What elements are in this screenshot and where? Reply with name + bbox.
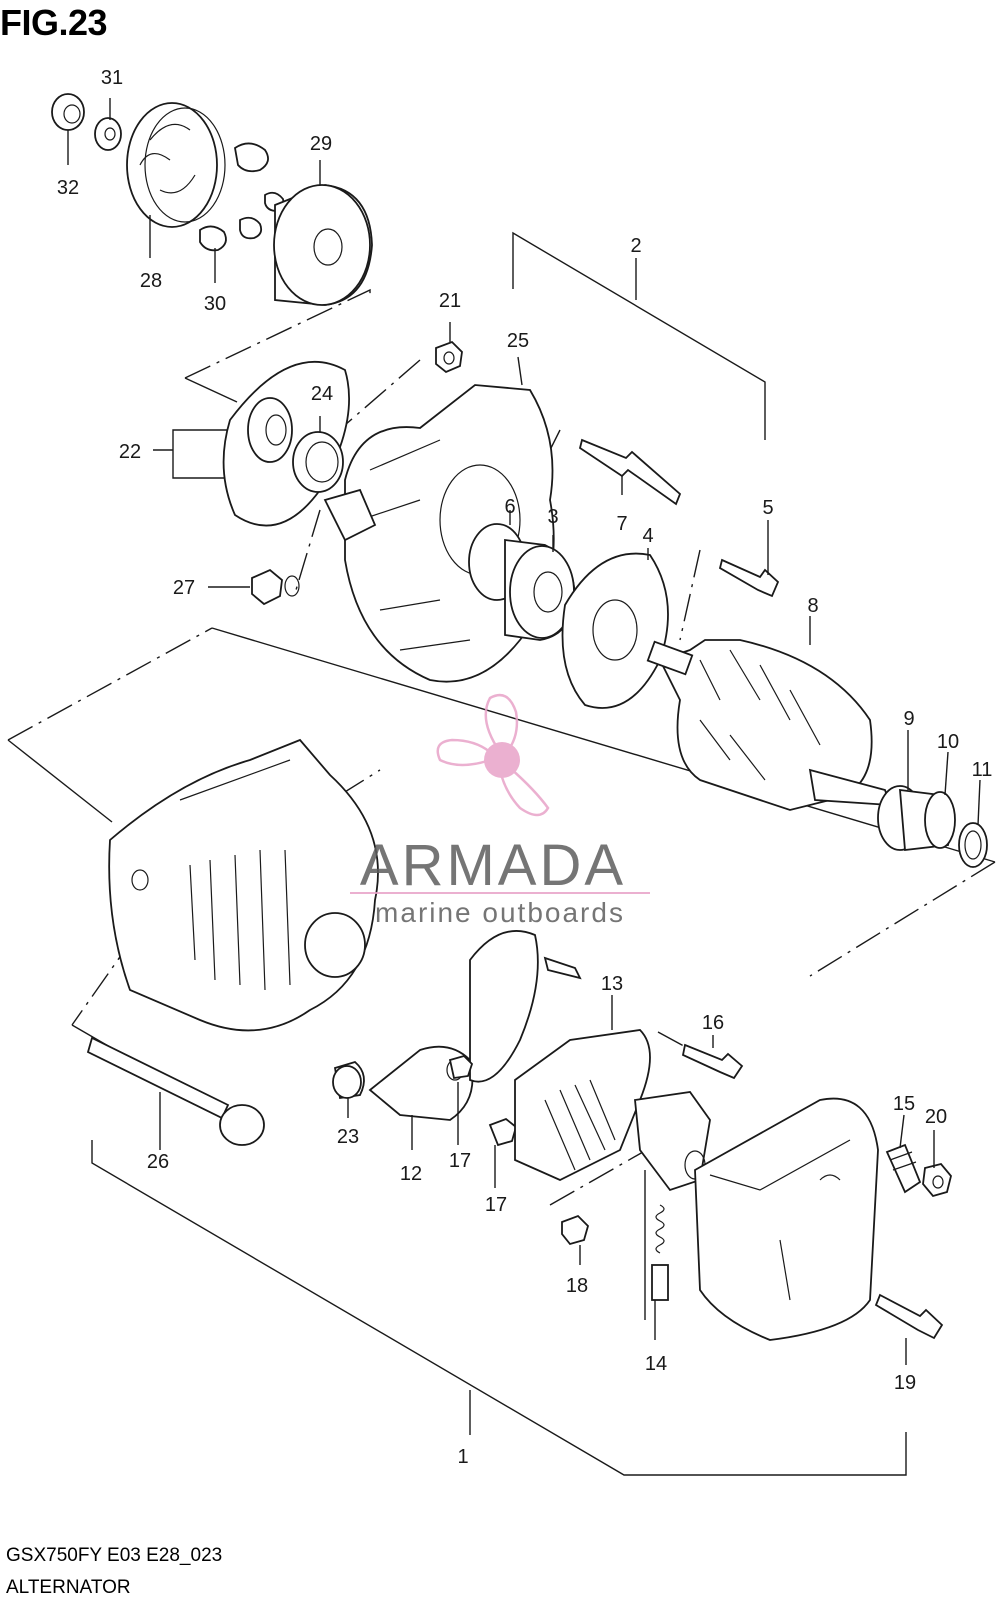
assembly-bracket-1 (91, 1140, 907, 1476)
part-ref-22: 22 (119, 441, 141, 463)
part-ref-20: 20 (925, 1106, 947, 1128)
part-ref-3: 3 (547, 506, 558, 528)
screw-17 (448, 1054, 474, 1080)
bolt-7 (578, 438, 682, 506)
alignment-lines (7, 288, 996, 1320)
screw-5 (718, 558, 780, 598)
part-ref-2: 2 (630, 235, 641, 257)
nut-21 (435, 340, 463, 374)
part-ref-27: 27 (173, 577, 195, 599)
brush-holder-14 (634, 1091, 711, 1301)
part-ref-17-b: 17 (485, 1194, 507, 1216)
part-labels: 1 2 3 4 5 6 7 8 9 10 11 12 13 14 15 16 1… (57, 67, 993, 1468)
alternator-assembly (108, 738, 379, 1032)
part-ref-13: 13 (601, 973, 623, 995)
rectifier-holder-12 (368, 930, 582, 1121)
screw-17-b (488, 1117, 518, 1147)
rotor-8 (646, 639, 892, 811)
regulator-13 (514, 1029, 651, 1181)
assembly-bracket-22 (153, 429, 230, 479)
propeller-logo-icon (436, 693, 550, 817)
nut-27 (251, 568, 300, 606)
figure-title: FIG.23 (0, 2, 108, 43)
bearing-3 (504, 538, 576, 641)
part-ref-24: 24 (311, 383, 333, 405)
part-ref-4: 4 (642, 525, 653, 547)
part-ref-10: 10 (937, 731, 959, 753)
part-ref-21: 21 (439, 290, 461, 312)
part-ref-17: 17 (449, 1150, 471, 1172)
part-ref-18: 18 (566, 1275, 588, 1297)
watermark: ARMADA marine outboards (350, 693, 650, 928)
assembly-bracket-2 (512, 231, 766, 440)
part-ref-32: 32 (57, 177, 79, 199)
part-ref-30: 30 (204, 293, 226, 315)
screw-18 (561, 1214, 590, 1246)
model-code: GSX750FY E03 E28_023 (6, 1545, 223, 1566)
part-ref-26: 26 (147, 1151, 169, 1173)
part-ref-6: 6 (504, 496, 515, 518)
part-ref-29: 29 (310, 133, 332, 155)
bolt-19 (874, 1293, 944, 1340)
part-ref-16: 16 (702, 1012, 724, 1034)
cover-10 (899, 788, 956, 852)
part-ref-28: 28 (140, 270, 162, 292)
part-ref-31: 31 (101, 67, 123, 89)
leader-lines (67, 98, 981, 1365)
spacer-23 (332, 1060, 365, 1100)
part-ref-15: 15 (893, 1093, 915, 1115)
diagram-footer: GSX750FY E03 E28_023 ALTERNATOR (6, 1540, 222, 1604)
part-ref-23: 23 (337, 1126, 359, 1148)
nut-32 (51, 93, 85, 131)
part-ref-19: 19 (894, 1372, 916, 1394)
bolt-16 (681, 1043, 744, 1080)
watermark-brand: ARMADA (360, 833, 626, 898)
part-ref-25: 25 (507, 330, 529, 352)
part-ref-9: 9 (903, 708, 914, 730)
part-ref-7: 7 (616, 513, 627, 535)
part-ref-11: 11 (972, 759, 993, 781)
drive-end-frame-25 (323, 384, 555, 683)
part-ref-1: 1 (457, 1446, 468, 1468)
pulley-29 (273, 184, 373, 306)
part-ref-12: 12 (400, 1163, 422, 1185)
oil-seal-24 (292, 431, 344, 493)
nut-20 (922, 1162, 952, 1198)
ring-11 (958, 822, 988, 868)
bearing-retainer-4 (561, 552, 669, 709)
washer-31 (94, 117, 122, 151)
through-bolt-26 (86, 1036, 265, 1146)
part-ref-14: 14 (645, 1353, 667, 1375)
rear-cover-end (694, 1097, 879, 1341)
section-name: ALTERNATOR (6, 1577, 131, 1598)
part-ref-8: 8 (807, 595, 818, 617)
part-ref-5: 5 (762, 497, 773, 519)
watermark-tagline: marine outboards (375, 897, 625, 928)
insulator-15 (885, 1143, 922, 1194)
fan-pulley-28 (126, 102, 226, 228)
